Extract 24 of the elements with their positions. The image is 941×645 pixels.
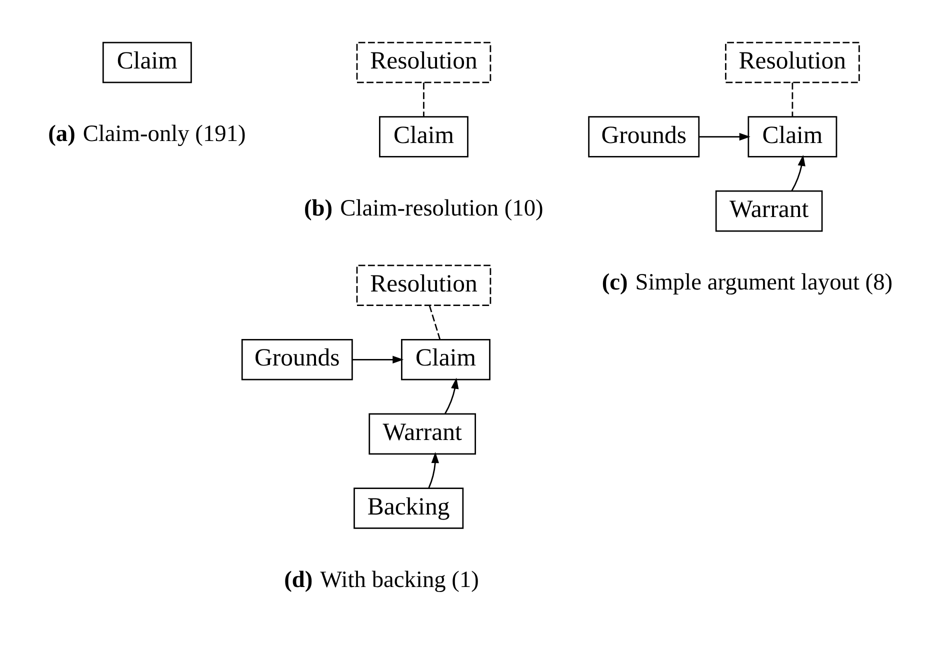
connector xyxy=(792,82,794,116)
node-box: Grounds xyxy=(241,339,353,380)
label: (d) With backing (1) xyxy=(284,566,479,593)
node-box: Resolution xyxy=(356,42,492,84)
node-box: Claim xyxy=(401,339,490,380)
arrow xyxy=(699,132,750,141)
connector xyxy=(423,82,424,116)
node-box: Claim xyxy=(102,42,192,84)
node-box: Resolution xyxy=(725,42,860,84)
arrow xyxy=(791,154,806,192)
node-box: Claim xyxy=(379,116,468,158)
node-box: Warrant xyxy=(368,413,476,455)
node-box: Warrant xyxy=(715,190,823,232)
label: (b) Claim-resolution (10) xyxy=(304,195,544,222)
node-box: Claim xyxy=(748,116,838,158)
node-box: Backing xyxy=(354,488,464,529)
arrow xyxy=(428,452,440,488)
label: (c) Simple argument layout (8) xyxy=(602,270,893,296)
node-box: Grounds xyxy=(588,116,700,158)
node-box: Resolution xyxy=(356,264,492,306)
arrow xyxy=(352,356,404,364)
connector xyxy=(428,305,441,340)
arrow xyxy=(444,378,459,414)
label: (a) Claim-only (191) xyxy=(48,121,246,148)
